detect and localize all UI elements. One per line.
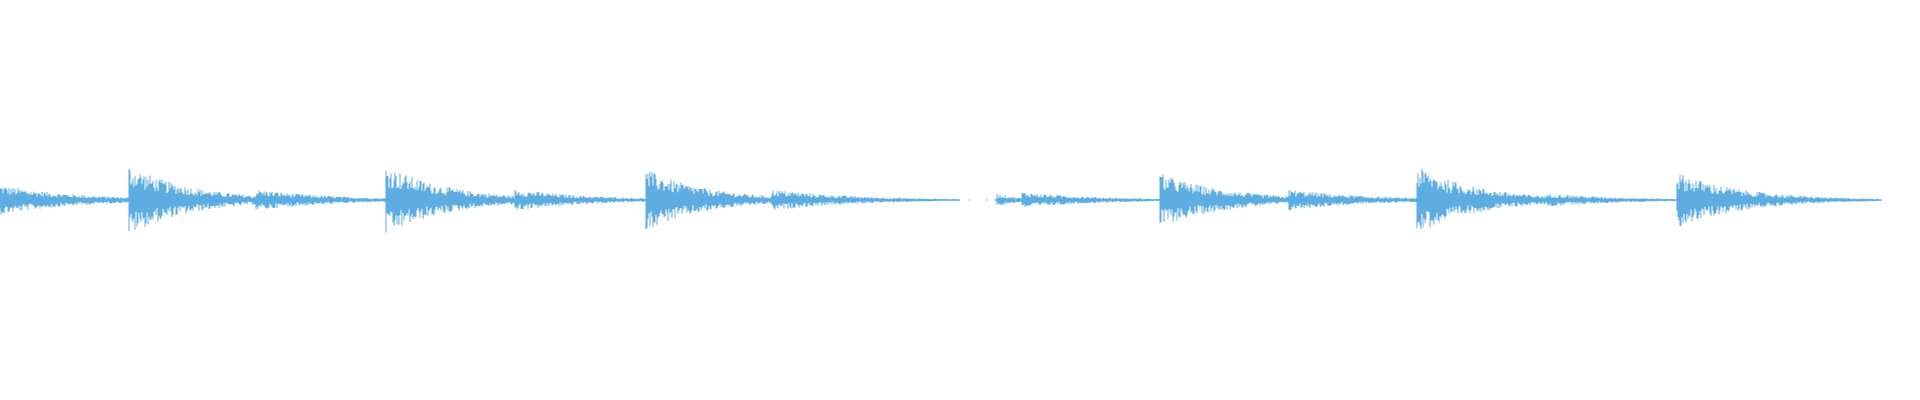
- silence-dot: [985, 199, 988, 201]
- silence-dot: [968, 199, 971, 201]
- waveform-path: [0, 168, 1882, 233]
- waveform-samples: [0, 168, 1882, 233]
- silence-gap: [960, 197, 995, 203]
